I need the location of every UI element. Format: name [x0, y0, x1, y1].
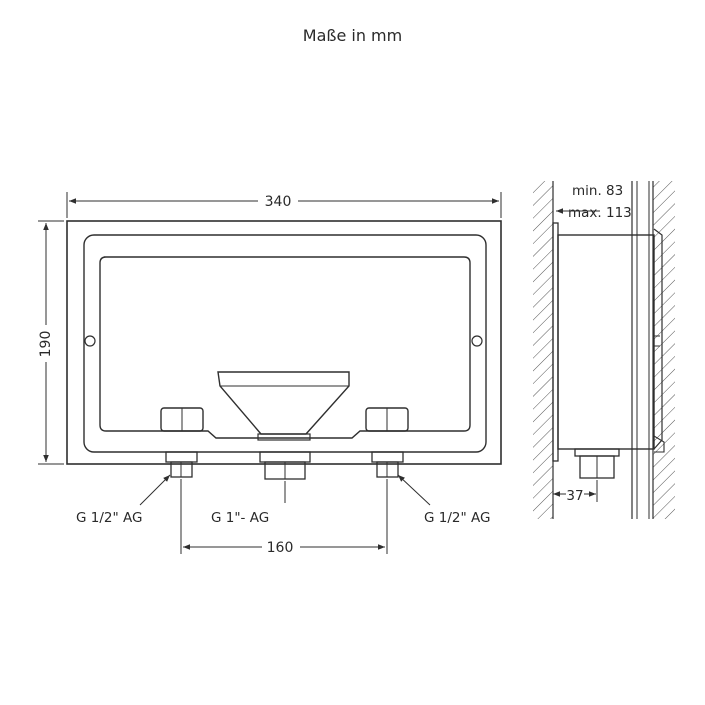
- left-nut: [160, 407, 204, 432]
- height-label: 190: [38, 331, 54, 358]
- dimension-height: 190: [38, 220, 64, 465]
- dimension-spacing: 160: [180, 479, 388, 556]
- center-funnel: [217, 371, 350, 435]
- front-inner-window: [99, 256, 471, 439]
- front-outer-frame: [66, 220, 502, 465]
- side-connector: [574, 448, 620, 479]
- front-inner-frame: [83, 234, 487, 453]
- center-connector: [259, 451, 311, 480]
- left-connector: [165, 451, 198, 478]
- side-front-plate: [552, 222, 559, 462]
- depth-max-label: max. 113: [568, 205, 632, 221]
- wall-hatch-right: [653, 181, 675, 519]
- right-connection-label: G 1/2" AG: [424, 510, 490, 526]
- side-view: min. 83 max. 113 37: [533, 181, 675, 519]
- page-title: Maße in mm: [302, 26, 403, 45]
- mount-hole-left: [84, 335, 96, 347]
- right-nut: [365, 407, 409, 432]
- dimension-width: 340: [66, 192, 502, 218]
- center-connection-label: G 1"- AG: [211, 510, 269, 526]
- spacing-label: 160: [267, 540, 294, 556]
- right-connector: [371, 451, 404, 478]
- width-label: 340: [265, 194, 292, 210]
- mount-hole-right: [471, 335, 483, 347]
- left-connection-label: G 1/2" AG: [76, 510, 142, 526]
- offset-label: 37: [566, 488, 583, 504]
- side-body: [557, 234, 655, 450]
- depth-min-label: min. 83: [572, 183, 623, 199]
- front-view: 340 190 160 G 1/2" AG G 1"- AG G 1/2" AG: [38, 192, 502, 556]
- wall-hatch-left: [533, 181, 553, 519]
